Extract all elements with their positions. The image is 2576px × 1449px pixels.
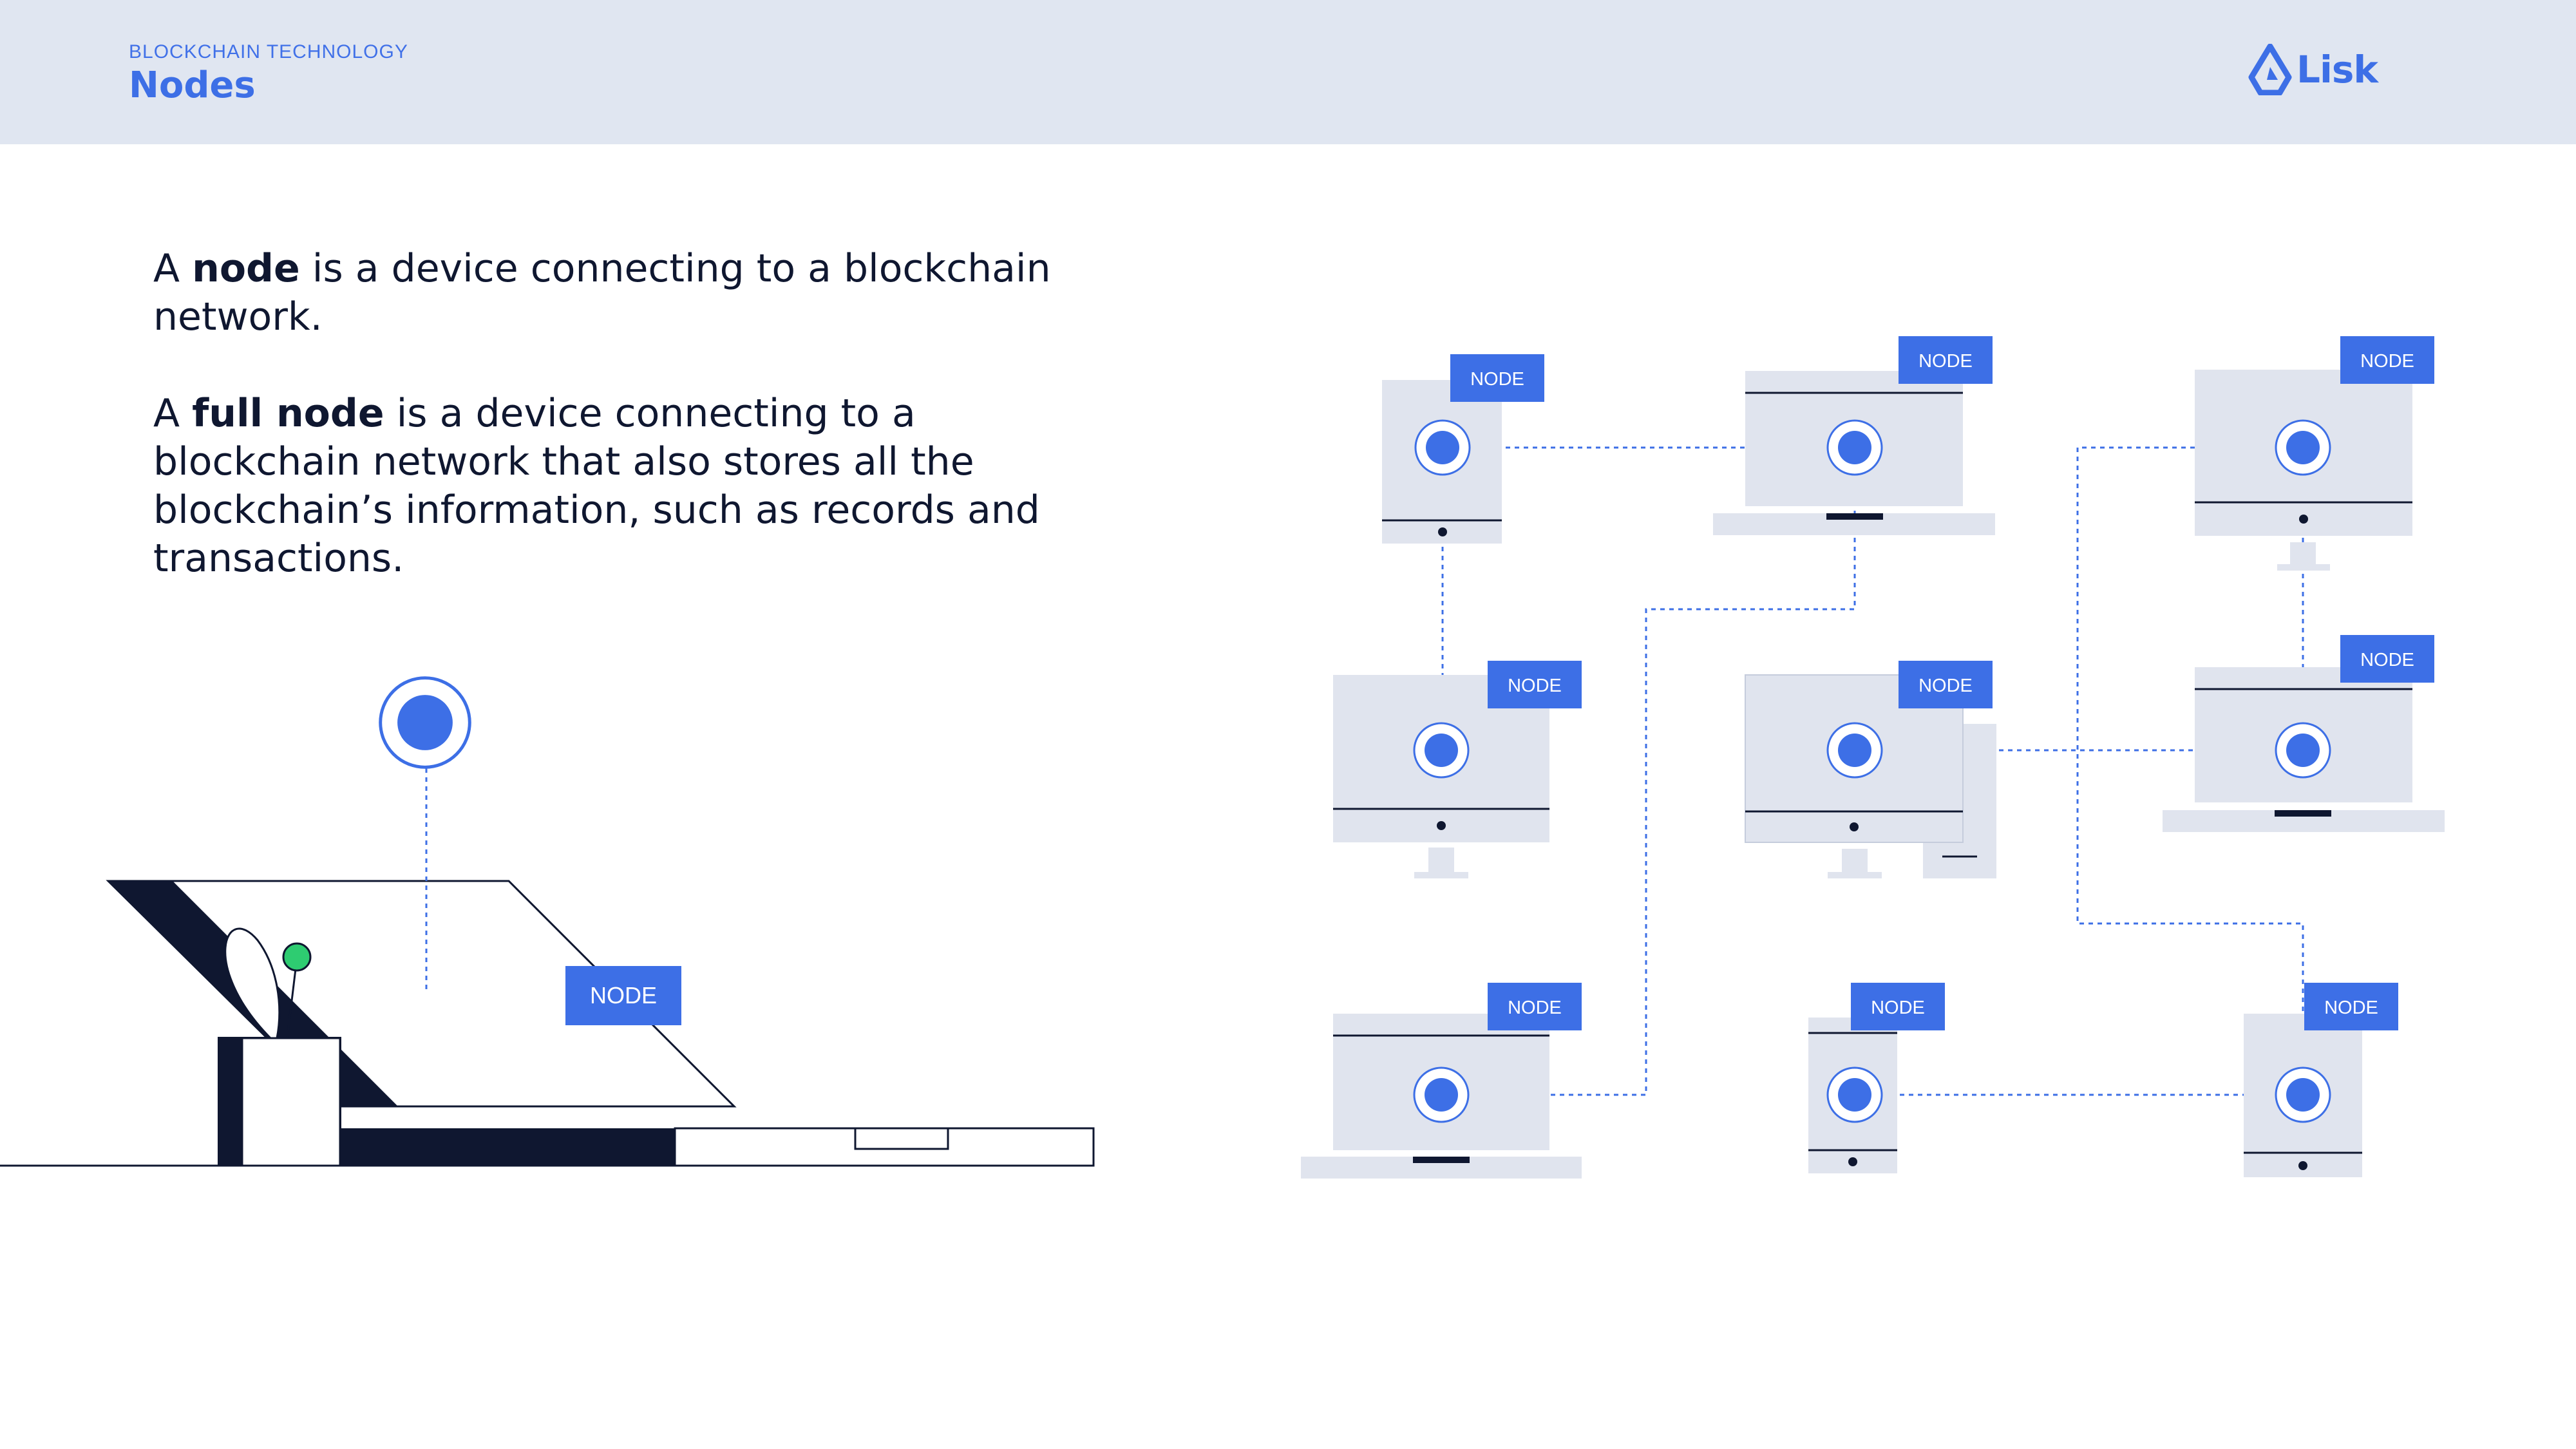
node-tag-label: NODE [2360, 351, 2414, 372]
node-tag [2340, 336, 2434, 384]
header-bar: BLOCKCHAIN TECHNOLOGY Nodes Lisk [0, 0, 2576, 144]
node-tag [1450, 354, 1544, 402]
node-icon [2275, 722, 2331, 779]
node-tag-label: NODE [1470, 369, 1524, 390]
network-node-tags: NODE NODE NODE NODE NODE NODE NODE NODE … [1450, 336, 2434, 1030]
network-devices [1301, 370, 2445, 1179]
term-full-node: full node [192, 391, 384, 436]
node-icon [2275, 419, 2331, 476]
node-icon [1826, 419, 1883, 476]
term-node: node [192, 246, 300, 291]
node-tag-label: NODE [1918, 676, 1973, 696]
node-tag-label: NODE [1508, 676, 1562, 696]
green-dot-icon [282, 942, 312, 972]
node-tag [2340, 635, 2434, 683]
definition-prefix: A [153, 391, 193, 436]
node-tag-label: NODE [1918, 351, 1973, 372]
node-tag [1851, 983, 1945, 1030]
definition-text: is a device connecting to a blockchain n… [153, 246, 1051, 339]
node-tag-label: NODE [1508, 998, 1562, 1018]
node-tag [1899, 661, 1993, 708]
node-icon [1413, 722, 1470, 779]
node-tag [1488, 661, 1582, 708]
device-laptop [1301, 1014, 1582, 1179]
full-node-definition: A full node is a device connecting to a … [153, 390, 1055, 583]
definition-prefix: A [153, 246, 193, 291]
node-tag [1899, 336, 1993, 384]
definitions-text: A node is a device connecting to a block… [153, 245, 1055, 631]
node-icon [1826, 1066, 1883, 1123]
definition-text: is a device connecting to a blockchain n… [153, 391, 1040, 581]
node-definition: A node is a device connecting to a block… [153, 245, 1055, 341]
node-tag [2304, 983, 2398, 1030]
node-icon [2275, 1066, 2331, 1123]
logo-text: Lisk [2297, 48, 2378, 91]
node-icon [1826, 722, 1883, 779]
eyebrow-label: BLOCKCHAIN TECHNOLOGY [129, 41, 408, 62]
node-tag-label: NODE [1871, 998, 1925, 1018]
page-title: Nodes [129, 64, 256, 106]
node-tag-label: NODE [590, 982, 657, 1009]
node-icon [1413, 1066, 1470, 1123]
laptop-illustration: NODE [0, 678, 1095, 1167]
node-tag [565, 966, 681, 1025]
node-tag-label: NODE [2324, 998, 2378, 1018]
node-icon [381, 678, 470, 768]
lisk-logo: Lisk [2248, 43, 2378, 97]
node-tag-label: NODE [2360, 650, 2414, 670]
lisk-logo-icon [2248, 44, 2292, 95]
node-tag [1488, 983, 1582, 1030]
node-icon [1414, 419, 1471, 476]
